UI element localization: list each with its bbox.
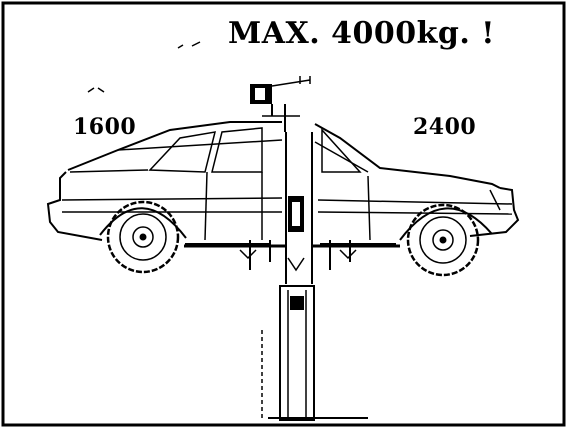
arrow-marks [87, 87, 105, 93]
car-left-half [46, 121, 283, 245]
car-right-half [314, 123, 520, 245]
lift-column [184, 76, 400, 421]
right-load-value: 2400 [413, 114, 477, 140]
max-load-title: MAX. 4000kg. ! [228, 16, 495, 51]
stray-marks [177, 41, 201, 49]
left-wheel [106, 200, 180, 274]
right-wheel [406, 203, 480, 277]
left-load-value: 1600 [73, 114, 137, 140]
